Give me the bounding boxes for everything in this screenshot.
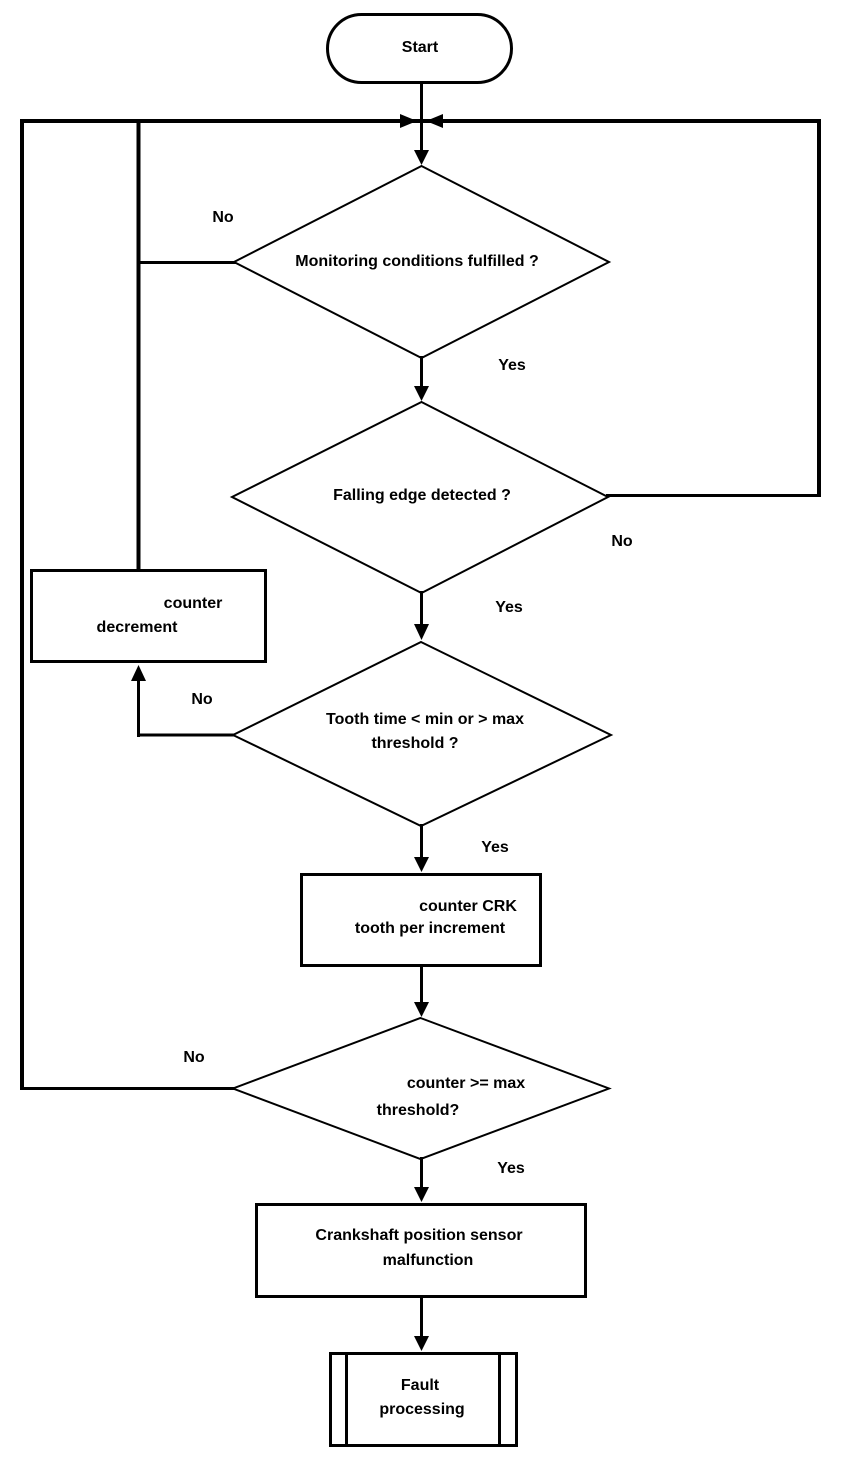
tooth-time-yes-label: Yes (481, 839, 509, 856)
counter-threshold-label-line2: threshold? (376, 1102, 460, 1119)
arrowhead-into-counter-threshold (414, 1002, 429, 1017)
arrowhead-into-malfunction (414, 1187, 429, 1202)
counter-threshold-label-line1: counter >= max (406, 1075, 526, 1092)
node-start-terminator (326, 13, 513, 84)
node-counter-crk-increment (300, 873, 542, 967)
falling-edge-no-label: No (611, 533, 633, 550)
arrowhead-junction-from-left (400, 114, 417, 128)
falling-edge-label: Falling edge detected ? (333, 487, 511, 504)
malfunction-label-line1: Crankshaft position sensor (315, 1227, 523, 1244)
fault-processing-label-line2: processing (379, 1401, 465, 1418)
node-fault-processing-subroutine (329, 1352, 518, 1447)
arrowhead-junction-from-right (426, 114, 443, 128)
arrowhead-into-counter-decrement (131, 665, 146, 681)
arrowhead-into-fault-processing (414, 1336, 429, 1351)
node-crankshaft-malfunction (255, 1203, 587, 1298)
falling-edge-yes-label: Yes (495, 599, 523, 616)
start-label: Start (401, 39, 439, 56)
malfunction-label-line2: malfunction (382, 1252, 474, 1269)
monitoring-yes-label: Yes (498, 357, 526, 374)
tooth-time-no-label: No (191, 691, 213, 708)
arrowhead-into-falling-edge (414, 386, 429, 401)
counter-crk-label-line2: tooth per increment (354, 920, 506, 937)
monitoring-no-label: No (212, 209, 234, 226)
node-counter-decrement (30, 569, 267, 663)
counter-threshold-yes-label: Yes (497, 1160, 525, 1177)
tooth-time-label-line2: threshold ? (371, 735, 459, 752)
fault-processing-right-bar (498, 1355, 501, 1444)
fault-processing-label-line1: Fault (400, 1377, 440, 1394)
counter-decrement-label-line2: decrement (96, 619, 178, 636)
fault-processing-left-bar (345, 1355, 348, 1444)
tooth-time-label-line1: Tooth time < min or > max (326, 711, 524, 728)
arrowhead-into-tooth-time (414, 624, 429, 640)
counter-decrement-label-line1: counter (163, 595, 223, 612)
monitoring-conditions-label: Monitoring conditions fulfilled ? (295, 253, 539, 270)
counter-crk-label-line1: counter CRK (419, 898, 517, 915)
arrowhead-into-monitoring (414, 150, 429, 165)
counter-threshold-no-label: No (183, 1049, 205, 1066)
arrowhead-into-counter-crk (414, 857, 429, 872)
